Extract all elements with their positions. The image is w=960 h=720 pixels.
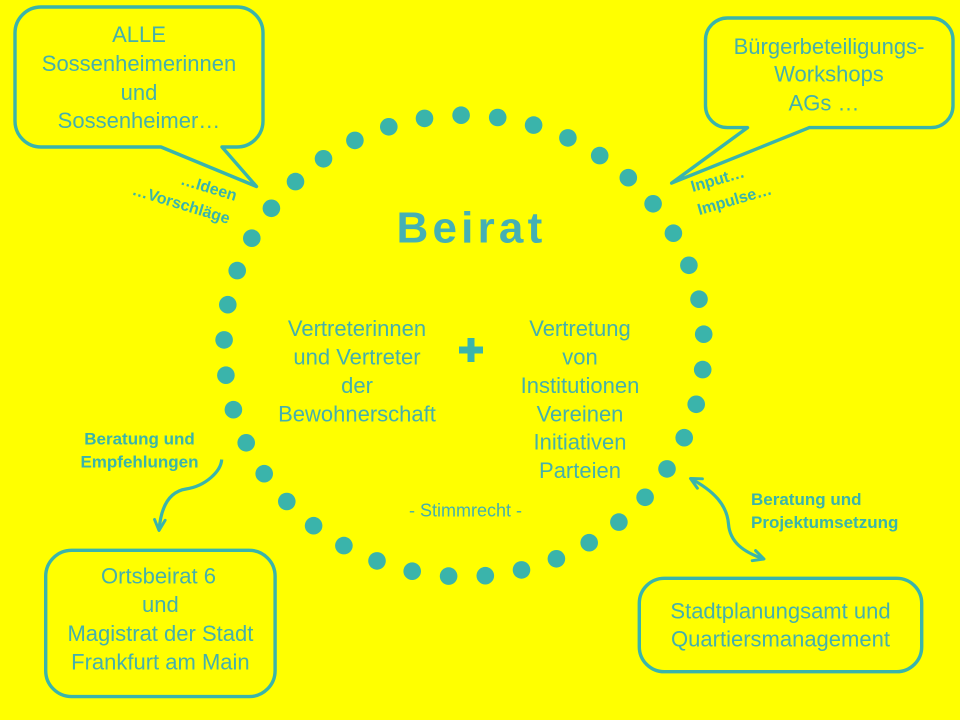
svg-text:- Stimmrecht -: - Stimmrecht - (409, 501, 522, 521)
svg-text:der: der (341, 373, 373, 398)
svg-text:Magistrat der Stadt: Magistrat der Stadt (67, 621, 253, 646)
svg-text:Bewohnerschaft: Bewohnerschaft (278, 401, 436, 426)
svg-text:und Vertreter: und Vertreter (293, 345, 420, 370)
svg-text:und: und (142, 592, 179, 617)
svg-text:Institutionen: Institutionen (521, 373, 640, 398)
svg-text:Stadtplanungsamt und: Stadtplanungsamt und (670, 599, 890, 624)
svg-text:ALLE: ALLE (112, 22, 166, 47)
svg-text:Workshops: Workshops (774, 62, 884, 87)
svg-text:Vertretung: Vertretung (529, 316, 631, 341)
svg-text:Frankfurt am Main: Frankfurt am Main (71, 650, 250, 675)
svg-text:Beratung und: Beratung und (84, 430, 195, 449)
svg-text:Sossenheimer…: Sossenheimer… (58, 108, 221, 133)
svg-text:Beirat: Beirat (397, 204, 547, 253)
svg-text:Initiativen: Initiativen (534, 430, 627, 455)
svg-text:Projektumsetzung: Projektumsetzung (751, 513, 898, 532)
svg-text:Vereinen: Vereinen (537, 401, 624, 426)
svg-text:Beratung und: Beratung und (751, 490, 862, 509)
svg-text:und: und (121, 80, 158, 105)
svg-text:Parteien: Parteien (539, 458, 621, 483)
svg-text:Ortsbeirat 6: Ortsbeirat 6 (101, 564, 216, 589)
svg-text:Sossenheimerinnen: Sossenheimerinnen (42, 51, 236, 76)
svg-text:Quartiersmanagement: Quartiersmanagement (671, 627, 890, 652)
svg-text:von: von (562, 345, 597, 370)
svg-text:Empfehlungen: Empfehlungen (80, 453, 198, 472)
svg-text:Bürgerbeteiligungs-: Bürgerbeteiligungs- (734, 34, 925, 59)
svg-text:Vertreterinnen: Vertreterinnen (288, 316, 426, 341)
svg-text:AGs …: AGs … (789, 90, 860, 115)
